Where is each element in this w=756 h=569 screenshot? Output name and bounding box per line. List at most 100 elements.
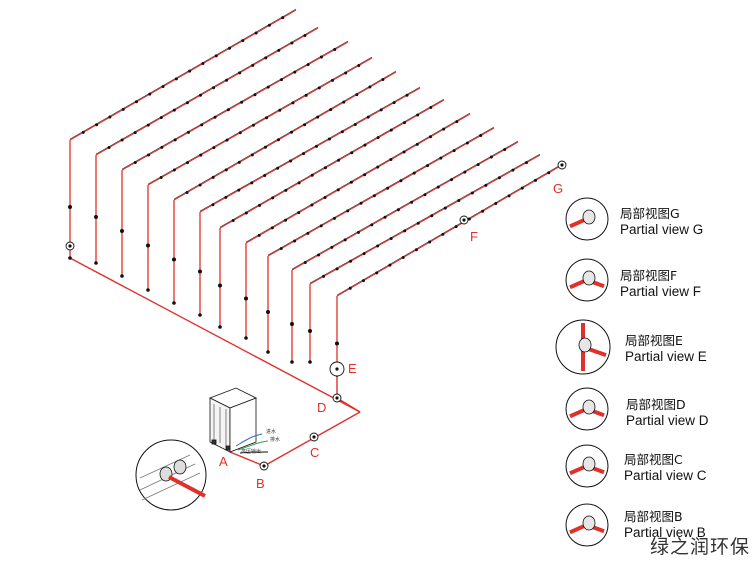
nozzle-icon: [335, 267, 339, 271]
branch-line-pipe: [245, 113, 471, 244]
nozzle-icon: [121, 107, 125, 111]
nozzle-icon: [211, 203, 215, 207]
nozzle-icon: [441, 232, 445, 236]
legend-e-en: Partial view E: [625, 349, 707, 364]
legend-b-fitting-icon: [582, 515, 596, 531]
branch-line-pipe: [336, 164, 563, 297]
nozzle-icon: [428, 240, 432, 244]
nozzle-icon: [524, 161, 528, 165]
branch-outline: [199, 86, 421, 212]
nozzle-icon: [359, 201, 363, 205]
legend-g-en: Partial view G: [620, 222, 704, 237]
nozzle-icon: [172, 168, 176, 172]
legend-g-cn: 局部视图G: [620, 206, 680, 221]
nozzle-icon: [333, 48, 337, 52]
legend-e-fitting-icon: [578, 337, 592, 353]
nozzle-icon: [520, 186, 524, 190]
nozzle-icon: [134, 100, 138, 104]
header-joint-icon: [218, 325, 222, 329]
nozzle-icon: [476, 163, 480, 167]
detail-marker-b-center: [262, 464, 266, 468]
point-label-a: A: [219, 454, 228, 469]
nozzle-icon: [250, 181, 254, 185]
nozzle-icon: [534, 178, 538, 182]
nozzle-icon: [329, 108, 333, 112]
nozzle-icon: [258, 203, 262, 207]
nozzle-icon: [429, 106, 433, 110]
nozzle-icon: [484, 183, 488, 187]
nozzle-icon: [297, 181, 301, 185]
nozzle-icon: [344, 71, 348, 75]
feed-pipe-b: [229, 451, 265, 467]
nozzle-icon: [107, 146, 111, 150]
nozzle-icon: [368, 85, 372, 89]
nozzle-icon: [366, 115, 370, 119]
nozzle-icon: [402, 150, 406, 154]
nozzle-icon: [340, 130, 344, 134]
riser-valve-icon: [335, 341, 339, 346]
nozzle-icon: [410, 200, 414, 204]
legend-detail-icons: [555, 197, 611, 547]
nozzle-icon: [238, 71, 242, 75]
nozzle-icon: [148, 92, 152, 96]
riser-valve-icon: [172, 257, 176, 262]
nozzle-icon: [316, 115, 320, 119]
nozzle-icon: [284, 218, 288, 222]
riser-valve-icon: [290, 322, 294, 326]
nozzle-icon: [185, 101, 189, 105]
nozzle-icon: [159, 116, 163, 120]
header-joint-icon: [290, 360, 294, 364]
nozzle-icon: [332, 216, 336, 220]
unit-label-hp-out: 高压输出: [241, 449, 262, 455]
point-label-f: F: [470, 229, 478, 244]
nozzle-icon: [389, 158, 393, 162]
nozzle-icon: [278, 108, 282, 112]
nozzle-icon: [251, 123, 255, 127]
unit-label-inlet: 进水: [266, 429, 277, 435]
nozzle-icon: [463, 170, 467, 174]
nozzle-icon: [238, 131, 242, 135]
nozzle-icon: [450, 178, 454, 182]
nozzle-icon: [414, 248, 418, 252]
nozzle-icon: [317, 86, 321, 90]
nozzle-icon: [362, 252, 366, 256]
nozzle-icon: [284, 188, 288, 192]
header-joint-icon: [198, 313, 202, 317]
nozzle-icon: [322, 274, 326, 278]
nozzle-icon: [457, 199, 461, 203]
nozzle-icon: [186, 130, 190, 134]
point-label-g: G: [553, 181, 564, 196]
header-joint-icon: [94, 261, 98, 265]
nozzle-icon: [330, 245, 334, 249]
branch-outline: [173, 70, 397, 200]
legend-item-d: 局部视图D Partial view D: [626, 397, 709, 429]
nozzle-icon: [237, 188, 241, 192]
nozzle-icon: [376, 136, 380, 140]
nozzle-icon: [279, 246, 283, 250]
nozzle-icon: [454, 225, 458, 229]
nozzle-icon: [405, 93, 409, 97]
header-joint-icon: [120, 274, 124, 278]
nozzle-icon: [355, 93, 359, 97]
point-label-d: D: [317, 400, 327, 415]
nozzle-icon: [346, 209, 350, 213]
nozzle-icon: [317, 253, 321, 257]
nozzle-icon: [479, 134, 483, 138]
legend-f-cn: 局部视图F: [620, 268, 678, 283]
header-joint-icon: [308, 360, 312, 364]
nozzle-icon: [319, 55, 323, 59]
nozzle-icon: [185, 190, 189, 194]
nozzle-icon: [465, 141, 469, 145]
nozzle-icon: [160, 145, 164, 149]
nozzle-icon: [172, 108, 176, 112]
nozzle-icon: [372, 194, 376, 198]
nozzle-icon: [302, 152, 306, 156]
nozzle-icon: [146, 123, 150, 127]
nozzle-icon: [503, 148, 507, 152]
nozzle-icon: [224, 168, 228, 172]
branch-outline: [291, 140, 519, 270]
nozzle-icon: [494, 202, 498, 206]
nozzle-icon: [265, 116, 269, 120]
nozzle-icon: [511, 168, 515, 172]
detail-view-a: [135, 439, 207, 511]
